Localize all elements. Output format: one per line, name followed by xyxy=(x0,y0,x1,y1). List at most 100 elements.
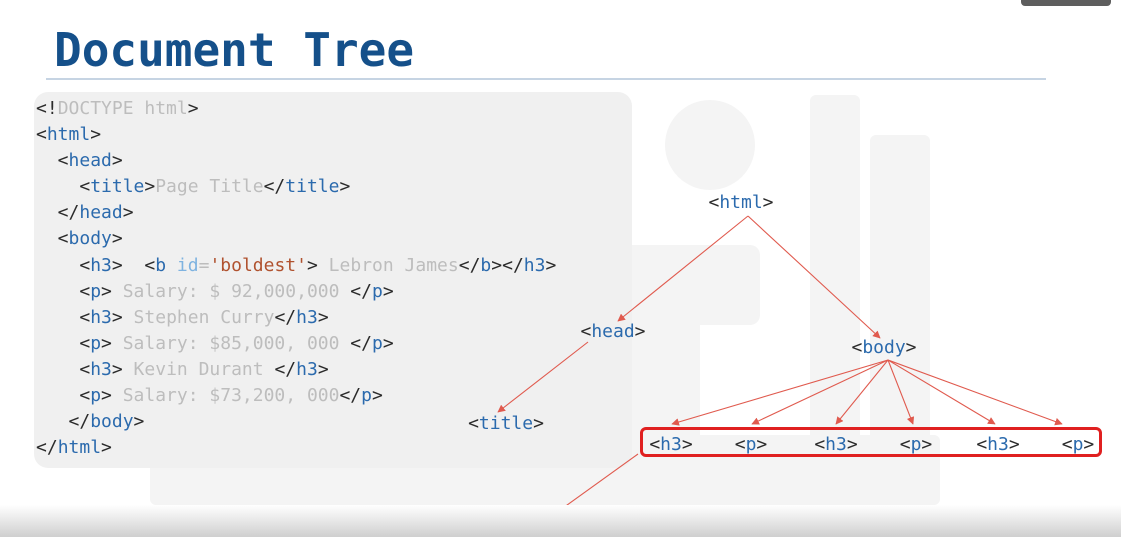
code-token: html xyxy=(57,437,102,459)
tree-node-h3-2: <h3> xyxy=(814,434,858,455)
tree-node-h3-1: <h3> xyxy=(649,434,693,455)
tree-edge-body-p-1 xyxy=(751,359,889,425)
code-token: > xyxy=(317,306,329,328)
code-token: title xyxy=(90,176,145,198)
code-token: </ xyxy=(339,385,362,407)
code-line: </html> xyxy=(36,435,556,461)
code-token: < xyxy=(36,228,69,250)
code-token: > xyxy=(382,280,394,302)
code-token: ></ xyxy=(491,254,524,276)
code-token: h3 xyxy=(296,358,318,380)
tree-edge-body-p-2 xyxy=(887,359,915,425)
code-line: <p> Salary: $ 92,000,000 </p> xyxy=(36,279,556,305)
code-token: > xyxy=(101,437,112,459)
code-token: p xyxy=(371,280,383,302)
code-token: Lebron James xyxy=(317,254,459,276)
code-line: <p> Salary: $73,200, 000</p> xyxy=(36,383,556,409)
code-token: </ xyxy=(36,437,58,459)
tree-node-p-1: <p> xyxy=(734,434,768,455)
code-token: > xyxy=(111,306,123,328)
code-token: Page Title xyxy=(155,176,264,198)
code-line: <h3> <b id='boldest'> Lebron James</b></… xyxy=(36,253,556,279)
code-token: > xyxy=(101,332,112,354)
code-token: < xyxy=(36,150,69,172)
code-token: > xyxy=(90,124,102,146)
code-token: = xyxy=(198,254,210,276)
code-token: </ xyxy=(263,176,286,198)
code-token: id xyxy=(176,254,199,276)
tree-edge-head-title xyxy=(497,341,589,413)
children-highlight-box xyxy=(640,427,1102,457)
code-token: b xyxy=(155,254,177,276)
code-token: 'boldest' xyxy=(209,254,307,276)
tree-edge-h3-1-b xyxy=(555,453,639,514)
tree-edge-body-h3-1 xyxy=(671,359,889,426)
code-token: Salary: $85,000, 000 xyxy=(111,332,351,354)
tree-edge-html-body xyxy=(747,215,881,339)
code-token: > xyxy=(101,385,112,407)
tree-edge-html-head xyxy=(617,215,749,322)
code-token: > xyxy=(122,202,134,224)
code-token: html xyxy=(46,124,91,146)
code-token: p xyxy=(90,385,102,407)
code-token: > xyxy=(111,228,123,250)
code-token: > xyxy=(317,358,329,380)
code-token: </ xyxy=(350,332,372,354)
page-title: Document Tree xyxy=(54,23,415,77)
tree-node-head: <head> xyxy=(580,321,646,342)
code-line: <html> xyxy=(36,122,556,148)
code-token: body xyxy=(90,411,134,433)
tree-node-html: <html> xyxy=(708,192,774,213)
window-tab xyxy=(1021,0,1111,6)
tree-node-p-2: <p> xyxy=(899,434,933,455)
code-token: > xyxy=(307,254,318,276)
code-token: Kevin Durant xyxy=(122,358,275,380)
code-token: < xyxy=(36,358,91,380)
code-line: <p> Salary: $85,000, 000 </p> xyxy=(36,331,556,357)
code-token: < xyxy=(36,306,91,328)
code-token: < xyxy=(36,385,91,407)
code-line: <h3> Stephen Curry</h3> xyxy=(36,305,556,331)
code-token: Stephen Curry xyxy=(122,306,275,328)
code-token: b xyxy=(480,254,492,276)
code-token: h3 xyxy=(523,254,546,276)
code-token: > xyxy=(187,98,199,119)
code-token: Salary: $73,200, 000 xyxy=(111,385,340,407)
code-token: title xyxy=(285,176,340,198)
code-token: Salary: $ 92,000,000 xyxy=(111,280,351,302)
tree-edge-body-h3-3 xyxy=(887,359,996,425)
code-token: head xyxy=(68,150,112,172)
code-line: <h3> Kevin Durant </h3> xyxy=(36,357,556,383)
code-token: > xyxy=(144,176,156,198)
code-token: p xyxy=(371,332,383,354)
code-token: > xyxy=(339,176,351,198)
code-token: <! xyxy=(36,98,58,119)
code-token: </ xyxy=(350,280,372,302)
code-token: h3 xyxy=(90,306,112,328)
code-token: > xyxy=(111,358,123,380)
tree-node-p-3: <p> xyxy=(1061,434,1095,455)
tree-node-body: <body> xyxy=(851,337,917,358)
code-token: > xyxy=(111,150,123,172)
code-token: < xyxy=(36,332,91,354)
code-token: p xyxy=(361,385,372,407)
title-divider xyxy=(46,78,1046,80)
code-token: </ xyxy=(458,254,481,276)
code-token: < xyxy=(36,176,91,198)
code-line: <body> xyxy=(36,226,556,252)
code-line: <head> xyxy=(36,148,556,174)
code-token: head xyxy=(79,202,123,224)
code-token: DOCTYPE html xyxy=(57,98,188,119)
tree-edge-body-h3-2 xyxy=(835,359,889,425)
code-token: > xyxy=(545,254,557,276)
code-token: < xyxy=(36,124,47,146)
code-token: h3 xyxy=(296,306,318,328)
bottom-shade xyxy=(0,505,1121,537)
code-token: </ xyxy=(274,358,297,380)
code-line: <!DOCTYPE html> xyxy=(36,96,556,122)
code-token: </ xyxy=(36,411,91,433)
code-token: < xyxy=(36,280,91,302)
tree-node-title: <title> xyxy=(468,413,544,434)
code-token: </ xyxy=(274,306,297,328)
